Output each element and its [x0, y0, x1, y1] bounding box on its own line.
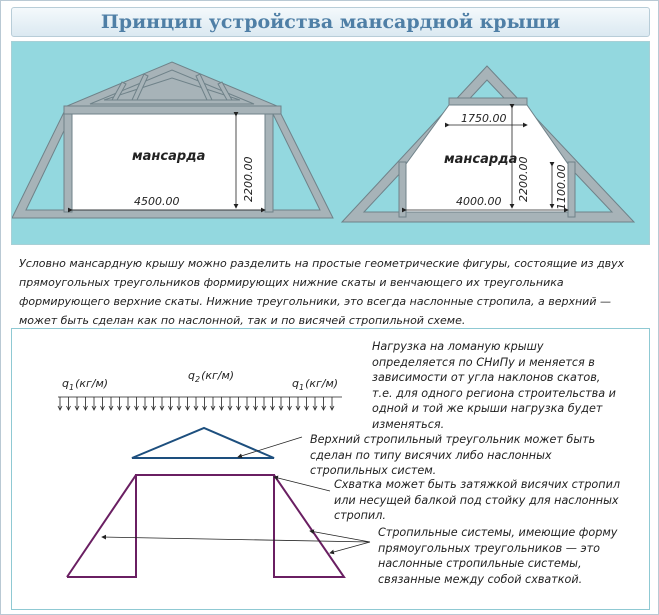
- height-dim-right: 2200.00: [517, 157, 530, 203]
- distributed-load-arrows: [57, 396, 342, 411]
- page-title: Принцип устройства мансардной крыши: [11, 7, 650, 37]
- load-q-right: q1(кг/м): [292, 377, 338, 392]
- load-q-left: q1(кг/м): [62, 377, 108, 392]
- top-rafter-triangle: [131, 426, 275, 459]
- load-q-mid: q2(кг/м): [188, 369, 234, 384]
- room-label-right: мансарда: [444, 152, 517, 167]
- top-dim-right: 1750.00: [461, 112, 507, 125]
- room-label-left: мансарда: [132, 149, 205, 164]
- load-scheme: q1(кг/м) q2(кг/м) q1(кг/м): [57, 369, 371, 578]
- wall-dim-right: 1100.00: [555, 165, 568, 211]
- description-text: Условно мансардную крышу можно разделить…: [19, 257, 625, 327]
- width-dim-left: 4500.00: [134, 195, 180, 208]
- leader-right-rafter-2: [329, 541, 371, 555]
- mansard-roof-left: [12, 61, 334, 219]
- height-dim-left: 2200.00: [242, 157, 255, 203]
- mansard-frame: [66, 474, 346, 578]
- note-load: Нагрузка на ломаную крышу определяется п…: [372, 340, 616, 431]
- leader-right-rafter: [309, 529, 371, 543]
- note-top-triangle: Верхний стропильный треугольник может бы…: [310, 433, 596, 477]
- leader-left-rafter: [101, 534, 371, 543]
- load-scheme-panel: q1(кг/м) q2(кг/м) q1(кг/м) Нагрузка на л…: [11, 328, 650, 610]
- roof-diagrams: мансарда 4500.00 2200.00 мансарда 1750.0…: [12, 61, 636, 223]
- width-dim-right: 4000.00: [456, 195, 502, 208]
- leader-top-triangle: [237, 436, 303, 459]
- note-tie: Схватка может быть затяжкой висячих стро…: [334, 478, 620, 522]
- roof-diagrams-panel: мансарда 4500.00 2200.00 мансарда 1750.0…: [11, 41, 650, 245]
- leader-tie: [273, 475, 331, 492]
- note-side-systems: Стропильные системы, имеющие форму прямо…: [378, 526, 618, 586]
